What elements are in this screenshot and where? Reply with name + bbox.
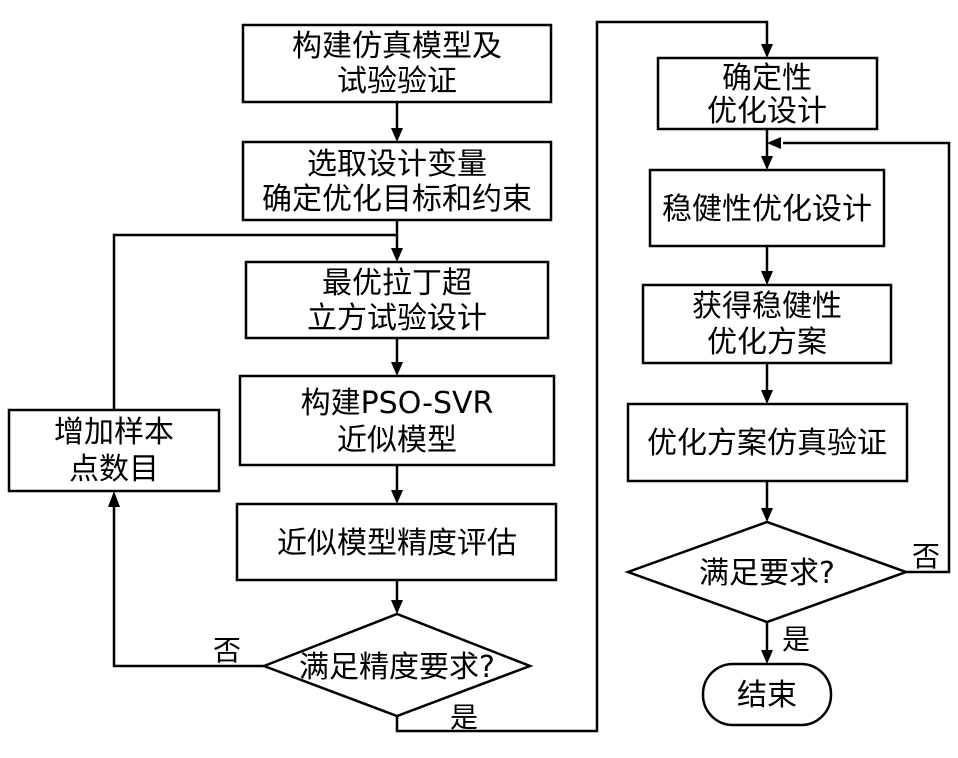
edge-verify-to-check	[761, 481, 773, 522]
node-select-vars: 选取设计变量 确定优化目标和约束	[241, 140, 553, 222]
node-accuracy-label: 近似模型精度评估	[277, 526, 517, 561]
node-add-samples-line1: 增加样本	[54, 415, 174, 450]
edge-build-to-select	[391, 102, 403, 142]
node-build-model-line2: 试验验证	[337, 64, 457, 99]
node-lhs: 最优拉丁超 立方试验设计	[244, 260, 550, 340]
node-deterministic-line2: 优化设计	[707, 94, 827, 129]
node-check-accuracy: 满足精度要求?	[260, 612, 534, 718]
node-deterministic-line1: 确定性	[722, 61, 812, 96]
node-lhs-line1: 最优拉丁超	[322, 266, 472, 301]
node-sim-verify-label: 优化方案仿真验证	[647, 426, 887, 461]
edge-req-no	[767, 137, 951, 574]
node-lhs-line2: 立方试验设计	[307, 301, 487, 336]
node-robust-plan: 获得稳健性 优化方案	[641, 283, 893, 365]
node-accuracy: 近似模型精度评估	[235, 502, 558, 582]
label-req-no: 否	[912, 540, 940, 573]
node-build-model-line1: 构建仿真模型及	[292, 29, 502, 64]
node-pso-svr: 构建PSO-SVR 近似模型	[238, 374, 556, 467]
node-robust-label: 稳健性优化设计	[662, 192, 872, 227]
node-check-accuracy-label: 满足精度要求?	[299, 650, 495, 685]
label-accuracy-no: 否	[213, 634, 241, 667]
node-robust-plan-line2: 优化方案	[707, 325, 827, 360]
edge-accuracy-to-check	[391, 580, 403, 614]
edge-lhs-to-pso	[391, 338, 403, 376]
label-req-yes: 是	[782, 623, 810, 656]
label-accuracy-yes: 是	[450, 701, 478, 734]
edge-select-to-lhs	[391, 220, 403, 262]
node-add-samples-line2: 点数目	[69, 452, 159, 487]
node-add-samples: 增加样本 点数目	[7, 408, 221, 493]
node-robust: 稳健性优化设计	[648, 168, 886, 248]
edge-deterministic-to-robust	[761, 129, 773, 170]
node-check-req-label: 满足要求?	[699, 556, 835, 591]
node-end-label: 结束	[737, 678, 797, 713]
edge-req-yes	[761, 622, 773, 664]
node-select-vars-line1: 选取设计变量	[307, 147, 487, 182]
node-check-req: 满足要求?	[624, 520, 910, 624]
edge-loopback-to-lhs	[112, 233, 397, 410]
node-build-model: 构建仿真模型及 试验验证	[241, 23, 553, 104]
node-deterministic: 确定性 优化设计	[656, 56, 879, 131]
edge-plan-to-verify	[761, 363, 773, 404]
node-robust-plan-line1: 获得稳健性	[692, 289, 842, 324]
edge-robust-to-plan	[761, 246, 773, 285]
node-pso-svr-line1: 构建PSO-SVR	[301, 386, 494, 421]
node-end: 结束	[701, 662, 833, 727]
node-select-vars-line2: 确定优化目标和约束	[262, 182, 532, 217]
edge-accuracy-yes	[395, 20, 773, 733]
node-pso-svr-line2: 近似模型	[337, 423, 457, 458]
edge-pso-to-accuracy	[391, 465, 403, 504]
edge-accuracy-no	[108, 491, 264, 668]
node-sim-verify: 优化方案仿真验证	[626, 402, 909, 483]
